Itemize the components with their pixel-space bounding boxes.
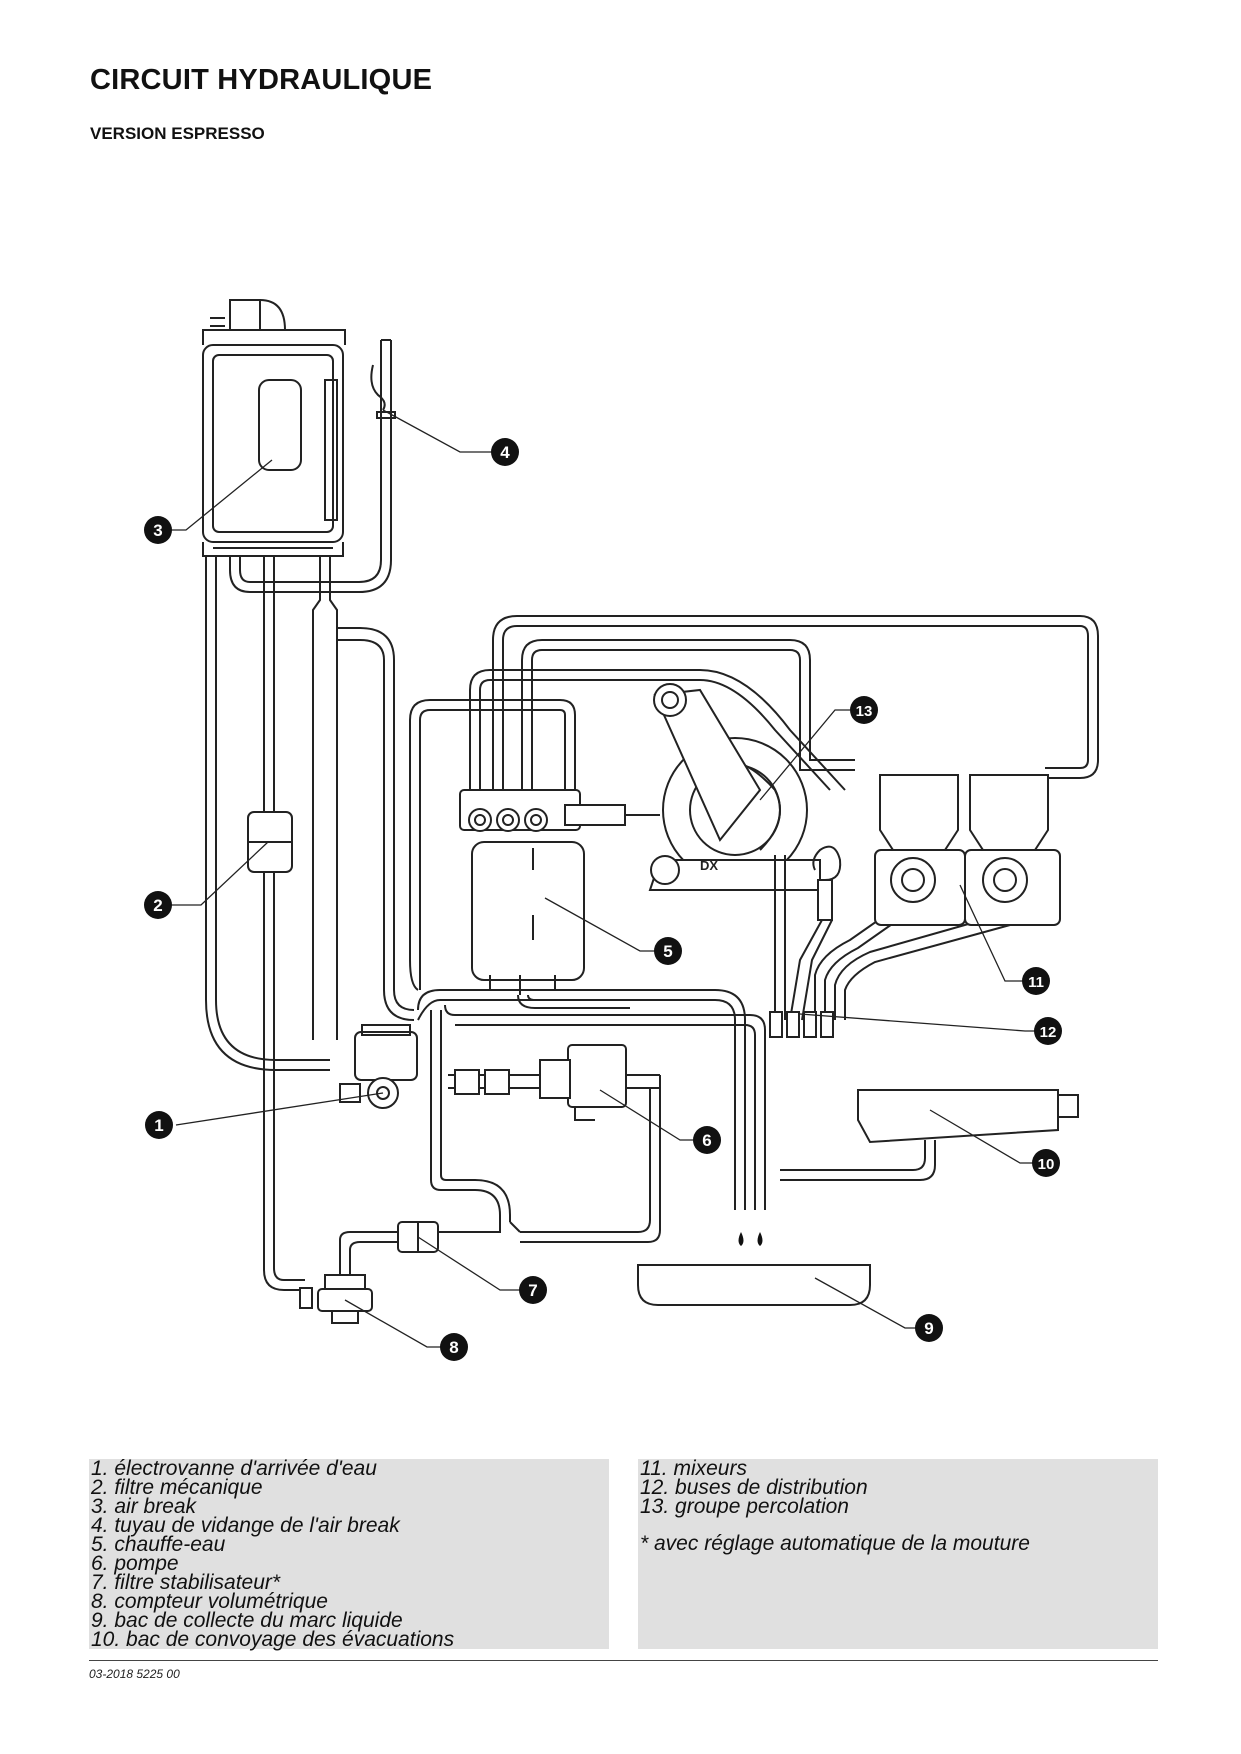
leader-lines	[168, 409, 1035, 1348]
svg-text:4: 4	[500, 443, 510, 462]
legend-item: 13. groupe percolation	[640, 1495, 849, 1518]
legend-item: 11. mixeurs	[640, 1457, 747, 1480]
callout-2: 2	[144, 891, 172, 919]
callout-7: 7	[519, 1276, 547, 1304]
legend-item: 1. électrovanne d'arrivée d'eau	[91, 1457, 377, 1480]
page-title: CIRCUIT HYDRAULIQUE	[90, 64, 433, 96]
distribution-nozzles	[769, 1011, 834, 1038]
page-subtitle: VERSION ESPRESSO	[90, 124, 265, 143]
legend-left: 1. électrovanne d'arrivée d'eau 2. filtr…	[89, 1457, 609, 1651]
callout-10: 10	[1032, 1149, 1060, 1177]
footer-rule	[89, 1660, 1158, 1661]
callout-9: 9	[915, 1314, 943, 1342]
percolation-group	[648, 683, 821, 891]
drain-conveyor-tray	[780, 1089, 1079, 1181]
legend-item: 12. buses de distribution	[640, 1476, 868, 1499]
water-heater	[459, 789, 660, 1009]
pump	[448, 1044, 661, 1243]
callout-5: 5	[654, 937, 682, 965]
callout-6: 6	[693, 1126, 721, 1154]
callout-4: 4	[491, 438, 519, 466]
callout-12: 12	[1034, 1017, 1062, 1045]
legend-item: 5. chauffe-eau	[91, 1533, 226, 1556]
drip-drops	[738, 1232, 763, 1246]
legend-item: 2. filtre mécanique	[91, 1476, 263, 1499]
svg-text:5: 5	[663, 942, 672, 961]
svg-text:10: 10	[1038, 1156, 1055, 1173]
svg-text:12: 12	[1040, 1024, 1057, 1041]
air-break	[202, 299, 346, 557]
callouts: 1 2 3 4 5 6 7 8 9 10 11 12 13	[144, 438, 1062, 1361]
callout-8: 8	[440, 1333, 468, 1361]
legend-item: 10. bac de convoyage des évacuations	[91, 1628, 455, 1651]
legend-note: * avec réglage automatique de la mouture	[640, 1532, 1030, 1555]
mixers	[874, 774, 1061, 926]
svg-text:3: 3	[153, 521, 162, 540]
svg-text:6: 6	[702, 1131, 711, 1150]
legend-item: 8. compteur volumétrique	[91, 1590, 328, 1613]
svg-text:13: 13	[856, 703, 873, 720]
volumetric-meter	[299, 1274, 373, 1324]
grinder-mark: DX	[700, 858, 718, 873]
inlet-solenoid-valve	[339, 1024, 418, 1109]
callout-1: 1	[145, 1111, 173, 1139]
svg-text:1: 1	[154, 1116, 163, 1135]
callout-11: 11	[1022, 967, 1050, 995]
legend-right: 11. mixeurs 12. buses de distribution 13…	[638, 1457, 1158, 1649]
main-loop-pipes	[409, 699, 766, 1210]
air-break-drain-tube	[229, 339, 396, 593]
liquid-grounds-tray	[637, 1264, 871, 1306]
heater-top-pipes	[469, 615, 1099, 791]
callout-13: 13	[850, 696, 878, 724]
lower-pipes	[339, 1010, 521, 1275]
mechanical-filter	[247, 811, 293, 873]
svg-text:2: 2	[153, 896, 162, 915]
svg-text:11: 11	[1028, 974, 1044, 991]
svg-text:7: 7	[528, 1281, 537, 1300]
svg-text:8: 8	[449, 1338, 458, 1357]
legend-item: 4. tuyau de vidange de l'air break	[91, 1514, 400, 1537]
distribution-pipes	[774, 845, 1011, 1021]
document-reference: 03-2018 5225 00	[89, 1667, 180, 1681]
legend-item: 7. filtre stabilisateur*	[91, 1571, 281, 1594]
left-pipes	[205, 556, 415, 1291]
callout-3: 3	[144, 516, 172, 544]
legend-item: 3. air break	[91, 1495, 197, 1518]
legend-item: 6. pompe	[91, 1552, 179, 1575]
svg-text:9: 9	[924, 1319, 933, 1338]
legend-item: 9. bac de collecte du marc liquide	[91, 1609, 403, 1632]
